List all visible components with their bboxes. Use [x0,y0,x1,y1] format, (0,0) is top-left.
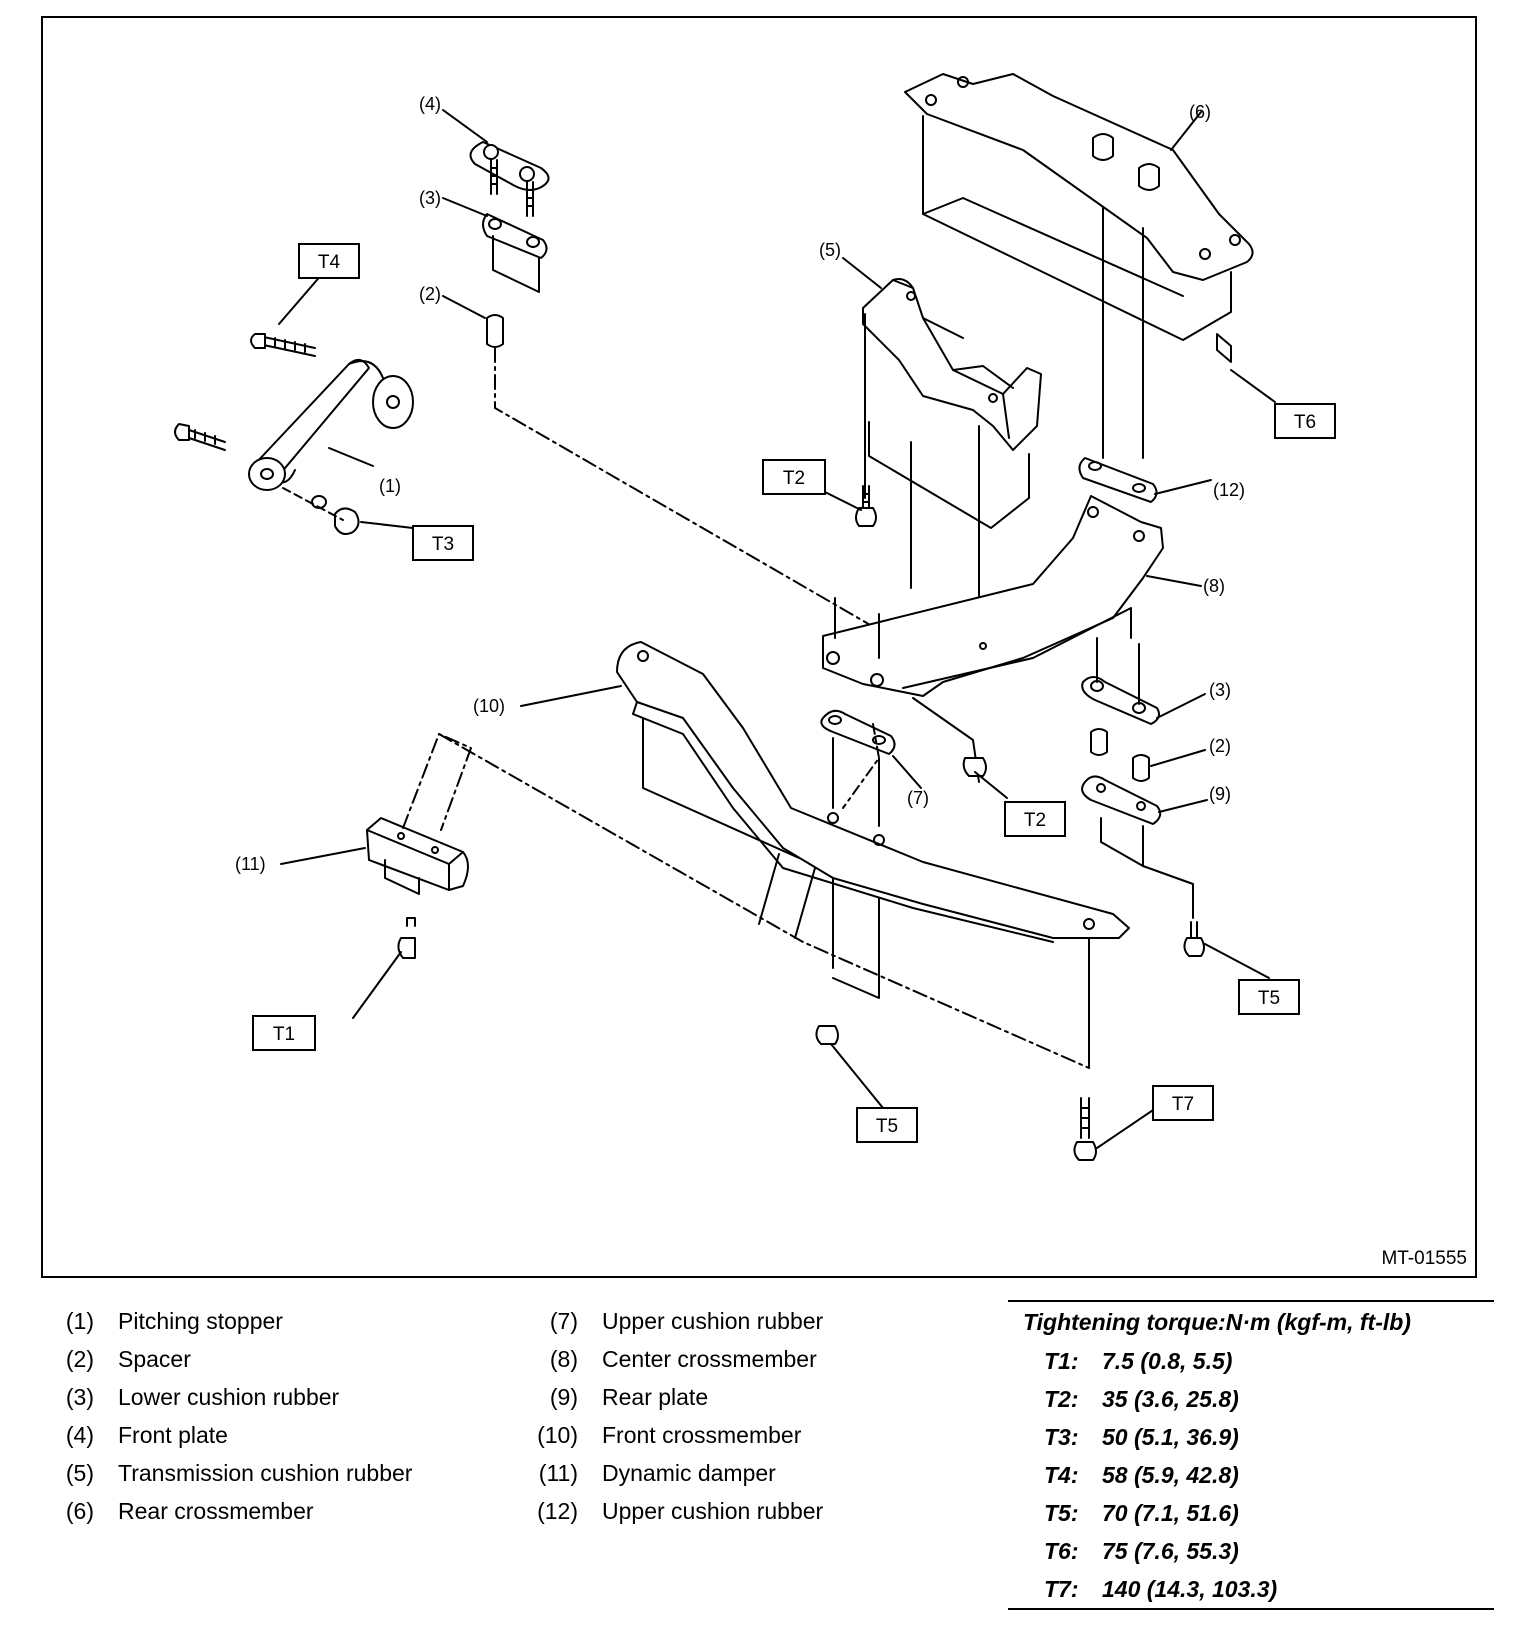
callout-12: (12) [1213,480,1245,500]
rear-crossmember [904,73,1254,459]
callout-1: (1) [379,476,401,496]
torque-value: 70 (7.1, 51.6) [1102,1500,1239,1526]
figure-id: MT-01555 [1381,1248,1467,1269]
torque-tag-t3: T3 [432,534,454,555]
diagram-drawing: T4 T2 T3 T6 T2 T5 T1 T5 T7 (1) (2) (2) (… [174,73,1336,1161]
legend-item: (4) Front plate [52,1416,492,1454]
torque-tag-t6: T6 [1294,412,1316,433]
callout-6: (6) [1189,102,1211,122]
legend-item: (6) Rear crossmember [52,1492,492,1530]
callout-2: (2) [1209,736,1231,756]
legend-item: (10) Front crossmember [536,1416,976,1454]
legend-number: (4) [65,1422,94,1448]
callout-9: (9) [1209,784,1231,804]
legend-name: Lower cushion rubber [118,1384,340,1410]
torque-tag-t5: T5 [1258,988,1280,1009]
callout-10: (10) [473,696,505,716]
torque-row: T5: 70 (7.1, 51.6) [1008,1494,1494,1532]
callout-3: (3) [419,188,441,208]
legend-number: (1) [65,1308,94,1334]
legend-number: (11) [538,1460,578,1486]
legend-name: Rear plate [602,1384,709,1410]
torque-code: T3: [1044,1424,1079,1450]
legend-item: (2) Spacer [52,1340,492,1378]
legend-name: Spacer [118,1346,191,1372]
torque-row: T6: 75 (7.6, 55.3) [1008,1532,1494,1570]
torque-code: T6: [1044,1538,1079,1564]
legend-item: (8) Center crossmember [536,1340,976,1378]
callout-5: (5) [819,240,841,260]
legend-number: (9) [549,1384,578,1410]
legend-name: Front crossmember [602,1422,802,1448]
legend-item: (5) Transmission cushion rubber [52,1454,492,1492]
torque-row: T2: 35 (3.6, 25.8) [1008,1380,1494,1418]
lower-cushion-rubber-upper [482,213,548,293]
torque-value: 35 (3.6, 25.8) [1102,1386,1239,1412]
torque-value: 140 (14.3, 103.3) [1102,1576,1278,1602]
torque-value: 7.5 (0.8, 5.5) [1102,1348,1233,1374]
legend-item: (3) Lower cushion rubber [52,1378,492,1416]
legend-name: Center crossmember [602,1346,817,1372]
torque-tag-t5: T5 [876,1116,898,1137]
callout-8: (8) [1203,576,1225,596]
torque-value: 50 (5.1, 36.9) [1102,1424,1239,1450]
torque-tag-t2: T2 [1024,810,1046,831]
torque-row: T3: 50 (5.1, 36.9) [1008,1418,1494,1456]
torque-row: T4: 58 (5.9, 42.8) [1008,1456,1494,1494]
legend-name: Transmission cushion rubber [118,1460,413,1486]
exploded-diagram: T4 T2 T3 T6 T2 T5 T1 T5 T7 (1) (2) (2) (… [41,16,1477,1278]
legend-number: (3) [65,1384,94,1410]
parts-legend-left: (1) Pitching stopper (2) Spacer (3) Lower c… [52,1302,492,1530]
torque-row: T1: 7.5 (0.8, 5.5) [1008,1342,1494,1380]
legend-number: (8) [549,1346,578,1372]
torque-tag-t2: T2 [783,468,805,489]
legend-number: (5) [65,1460,94,1486]
callout-11: (11) [235,854,266,874]
tightening-torque-table: Tightening torque:N·m (kgf-m, ft-lb) T1:… [1008,1300,1494,1610]
torque-code: T2: [1044,1386,1079,1412]
legend-name: Upper cushion rubber [602,1498,824,1524]
torque-code: T7: [1044,1576,1079,1602]
legend-number: (6) [65,1498,94,1524]
torque-code: T4: [1044,1462,1079,1488]
legend-name: Front plate [118,1422,228,1448]
torque-tag-t7: T7 [1172,1094,1194,1115]
callout-3: (3) [1209,680,1231,700]
parts-legend-right: (7) Upper cushion rubber (8) Center crossm… [536,1302,976,1530]
dynamic-damper [366,733,1090,1069]
torque-code: T1: [1044,1348,1079,1374]
pitching-stopper [174,333,414,535]
legend-name: Pitching stopper [118,1308,283,1334]
torque-table-title: Tightening torque:N·m (kgf-m, ft-lb) [1023,1309,1411,1335]
legend-number: (7) [549,1308,578,1334]
legend-name: Dynamic damper [602,1460,776,1486]
torque-code: T5: [1044,1500,1079,1526]
legend-number: (10) [537,1422,578,1448]
legend-item: (7) Upper cushion rubber [536,1302,976,1340]
front-crossmember [616,641,1130,1069]
callout-7: (7) [907,788,929,808]
transmission-cushion-rubber [862,278,1042,659]
legend-item: (12) Upper cushion rubber [536,1492,976,1530]
torque-tag-t4: T4 [318,252,341,273]
callout-2: (2) [419,284,441,304]
torque-row: T7: 140 (14.3, 103.3) [1008,1570,1494,1608]
center-crossmember [822,495,1164,783]
torque-value: 75 (7.6, 55.3) [1102,1538,1239,1564]
legend-item: (9) Rear plate [536,1378,976,1416]
front-plate [469,141,550,217]
legend-name: Upper cushion rubber [602,1308,824,1334]
legend-number: (12) [537,1498,578,1524]
torque-tag-t1: T1 [273,1024,295,1045]
legend-number: (2) [65,1346,94,1372]
callout-4: (4) [419,94,441,114]
legend-item: (1) Pitching stopper [52,1302,492,1340]
torque-value: 58 (5.9, 42.8) [1102,1462,1239,1488]
legend-item: (11) Dynamic damper [536,1454,976,1492]
legend-name: Rear crossmember [118,1498,314,1524]
